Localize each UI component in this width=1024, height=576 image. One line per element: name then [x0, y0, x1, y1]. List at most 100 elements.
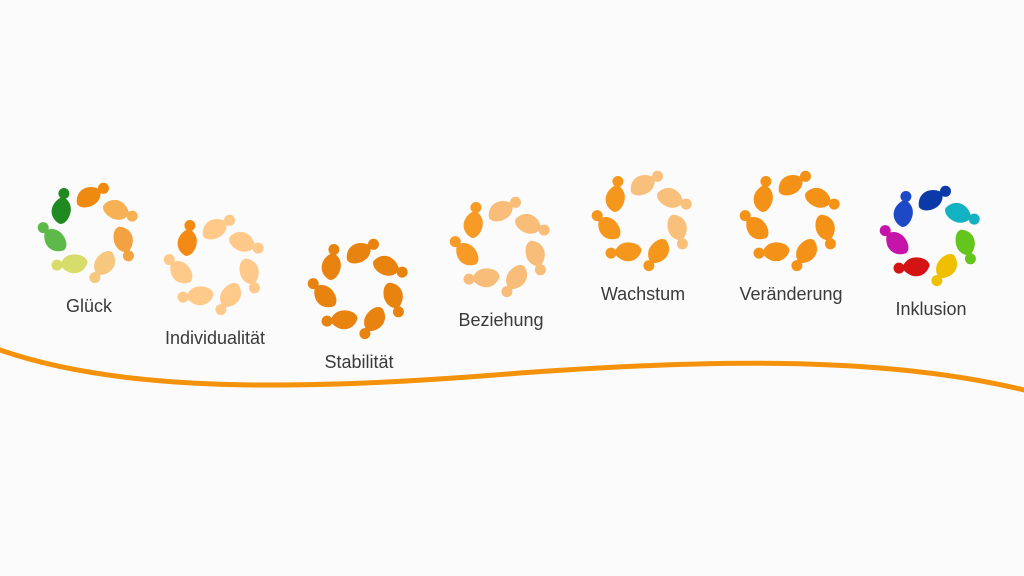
figure-head [940, 185, 951, 197]
figure-head [449, 236, 461, 248]
figure-segment [239, 258, 259, 285]
figure-segment [113, 226, 133, 253]
item-inklusion: Inklusion [866, 185, 996, 319]
individualitaet-logo-icon [163, 214, 264, 316]
figure-head [98, 182, 109, 194]
item-label: Inklusion [895, 299, 967, 319]
figure-segment [525, 240, 545, 267]
figure-head [893, 262, 905, 274]
figure-segment [202, 218, 227, 240]
item-label: Individualität [164, 328, 266, 348]
figure-segment [177, 229, 197, 256]
figure-segment [373, 255, 399, 276]
figure-head [396, 266, 408, 278]
figure-head [591, 210, 603, 222]
figure-head [184, 220, 196, 231]
figure-head [89, 272, 101, 284]
figure-head [470, 202, 482, 213]
figure-segment [44, 229, 67, 252]
figure-segment [331, 310, 358, 330]
figure-head [828, 198, 840, 210]
item-glueck: Glück [24, 182, 154, 316]
stabilitaet-logo-icon [307, 238, 408, 340]
item-label: Glück [65, 296, 112, 316]
figure-head [739, 210, 751, 222]
figure-segment [893, 200, 913, 227]
figure-segment [187, 286, 214, 306]
figure-segment [667, 214, 687, 241]
figure-head [791, 260, 803, 272]
figure-segment [805, 187, 831, 208]
figure-segment [76, 186, 101, 208]
figure-head [931, 275, 943, 287]
item-individualitaet: Individualität [150, 214, 280, 348]
figure-head [760, 176, 772, 187]
figure-head [328, 244, 340, 255]
item-label: Veränderung [739, 284, 843, 304]
figure-segment [506, 265, 527, 290]
figure-segment [383, 282, 403, 309]
figure-head [307, 278, 319, 290]
figure-head [964, 253, 976, 265]
figure-segment [473, 268, 500, 288]
figure-head [368, 238, 379, 250]
figure-segment [456, 243, 479, 266]
item-label: Beziehung [458, 310, 544, 330]
figure-head [879, 225, 891, 237]
figure-segment [229, 231, 255, 252]
figure-segment [648, 239, 669, 264]
figure-head [359, 328, 371, 340]
figure-segment [778, 174, 803, 196]
figure-segment [314, 285, 337, 308]
figure-head [538, 224, 550, 236]
figure-segment [61, 254, 88, 274]
figure-head [968, 213, 980, 225]
figure-segment [753, 185, 773, 212]
figure-head [122, 250, 134, 262]
figure-segment [630, 174, 655, 196]
figure-segment [364, 307, 385, 332]
figure-segment [598, 217, 621, 240]
figure-segment [903, 257, 930, 277]
figure-segment [515, 213, 541, 234]
figure-segment [346, 242, 371, 264]
figure-segment [103, 199, 129, 220]
figure-segment [746, 217, 769, 240]
figure-head [177, 291, 189, 303]
figure-head [510, 196, 521, 208]
figure-segment [615, 242, 642, 262]
figure-segment [763, 242, 790, 262]
figure-head [392, 306, 404, 318]
figure-head [321, 315, 333, 327]
figure-segment [796, 239, 817, 264]
item-wachstum: Wachstum [578, 170, 708, 304]
figure-head [126, 210, 138, 222]
figure-segment [488, 200, 513, 222]
item-label: Stabilität [324, 352, 394, 372]
figure-head [501, 286, 513, 298]
figure-head [800, 170, 811, 182]
figure-segment [945, 202, 971, 223]
figure-segment [51, 197, 71, 224]
figure-head [252, 242, 264, 254]
item-beziehung: Beziehung [436, 196, 566, 330]
glueck-logo-icon [37, 182, 138, 284]
figure-head [463, 273, 475, 285]
veraenderung-logo-icon [739, 170, 840, 272]
beziehung-logo-icon [449, 196, 550, 298]
item-stabilitaet: Stabilität [294, 238, 424, 372]
figure-head [37, 222, 49, 234]
figure-head [680, 198, 692, 210]
figure-head [753, 247, 765, 259]
figure-head [652, 170, 663, 182]
figure-head [900, 191, 912, 202]
figure-head [224, 214, 235, 226]
figure-segment [815, 214, 835, 241]
figure-head [534, 264, 546, 276]
figure-segment [605, 185, 625, 212]
figure-segment [170, 261, 193, 284]
figure-head [612, 176, 624, 187]
figure-head [605, 247, 617, 259]
